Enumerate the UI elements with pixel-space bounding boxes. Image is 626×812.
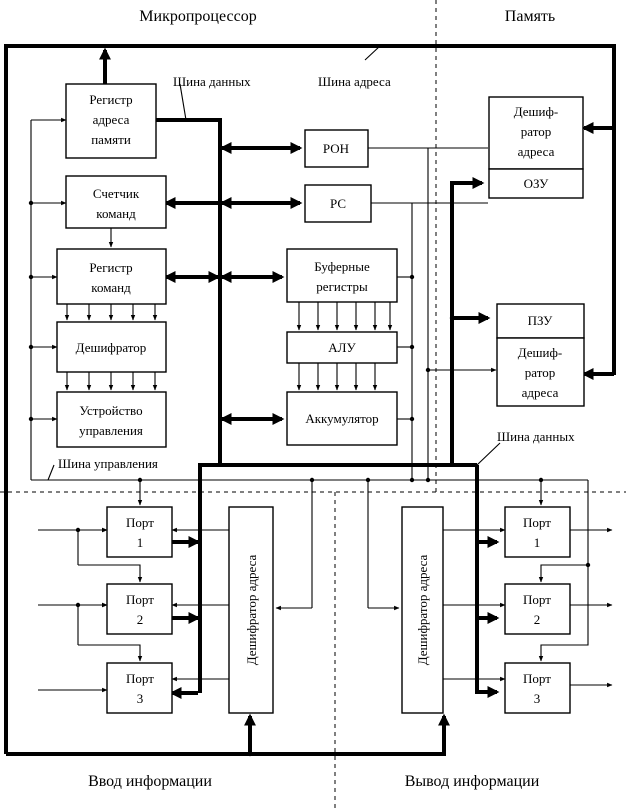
svg-text:Порт: Порт (523, 515, 551, 530)
junction-dots (28, 200, 591, 757)
input-port-3: Порт 3 (106, 662, 173, 714)
svg-text:адреса: адреса (93, 112, 130, 127)
svg-text:ратор: ратор (521, 124, 551, 139)
control-bus-label: Шина управления (58, 456, 158, 471)
memory-header: Память (505, 8, 555, 25)
rom: ПЗУ (496, 303, 585, 339)
rom-address-decoder: Дешиф- ратор адреса (496, 337, 585, 407)
svg-text:Счетчик: Счетчик (93, 186, 140, 201)
instruction-decoder: Дешифратор (56, 321, 167, 373)
input-port-2: Порт 2 (106, 583, 173, 635)
data-bus-bottom-pointer (476, 442, 501, 466)
microprocessor-header: Микропроцессор (139, 8, 256, 25)
svg-text:адреса: адреса (522, 385, 559, 400)
input-port-1: Порт 1 (106, 506, 173, 558)
svg-text:3: 3 (137, 691, 144, 706)
address-bus-pointer (364, 45, 381, 61)
svg-text:РОН: РОН (323, 141, 349, 156)
svg-text:памяти: памяти (91, 132, 131, 147)
program-counter: Счетчик команд (65, 175, 167, 229)
svg-text:3: 3 (534, 691, 541, 706)
svg-text:Дешифратор адреса: Дешифратор адреса (244, 554, 259, 665)
data-bus-top-label: Шина данных (173, 74, 251, 89)
instruction-register: Регистр команд (56, 248, 167, 305)
ram-address-decoder: Дешиф- ратор адреса (488, 96, 584, 170)
svg-text:Буферные: Буферные (314, 259, 370, 274)
control-bus-pointer (47, 464, 55, 481)
output-header: Вывод информации (405, 773, 540, 790)
output-address-decoder: Дешифратор адреса (401, 506, 444, 714)
svg-text:команд: команд (91, 280, 131, 295)
svg-text:регистры: регистры (316, 279, 368, 294)
accumulator: Аккумулятор (286, 391, 398, 446)
svg-text:ОЗУ: ОЗУ (524, 176, 550, 191)
svg-text:2: 2 (534, 612, 541, 627)
svg-text:Дешиф-: Дешиф- (514, 104, 559, 119)
svg-text:2: 2 (137, 612, 144, 627)
svg-text:Порт: Порт (126, 671, 154, 686)
svg-text:Аккумулятор: Аккумулятор (305, 411, 378, 426)
output-port-1: Порт 1 (504, 506, 571, 558)
svg-text:Дешифратор адреса: Дешифратор адреса (415, 554, 430, 665)
svg-text:Порт: Порт (126, 515, 154, 530)
svg-text:Порт: Порт (523, 671, 551, 686)
alu: АЛУ (286, 331, 398, 364)
svg-text:адреса: адреса (518, 144, 555, 159)
svg-text:ПЗУ: ПЗУ (528, 313, 554, 328)
output-port-2: Порт 2 (504, 583, 571, 635)
general-registers: РОН (304, 129, 369, 168)
svg-text:Регистр: Регистр (89, 92, 132, 107)
data-bus (156, 118, 500, 699)
input-address-decoder: Дешифратор адреса (228, 506, 274, 714)
address-bus (4, 44, 616, 756)
data-bus-top-pointer (179, 83, 187, 121)
buffer-registers: Буферные регистры (286, 248, 398, 303)
io-control-wiring (38, 480, 613, 693)
svg-text:Порт: Порт (523, 592, 551, 607)
svg-text:ратор: ратор (525, 365, 555, 380)
svg-text:управления: управления (79, 423, 143, 438)
svg-text:Дешиф-: Дешиф- (518, 345, 563, 360)
svg-text:РС: РС (330, 196, 346, 211)
svg-text:АЛУ: АЛУ (328, 340, 356, 355)
svg-text:команд: команд (96, 206, 136, 221)
internal-arrows (64, 228, 393, 391)
output-port-3: Порт 3 (504, 662, 571, 714)
svg-text:Порт: Порт (126, 592, 154, 607)
data-bus-bottom-label: Шина данных (497, 429, 575, 444)
address-bus-label: Шина адреса (318, 74, 391, 89)
svg-text:Устройство: Устройство (79, 403, 142, 418)
svg-text:Регистр: Регистр (89, 260, 132, 275)
svg-text:1: 1 (137, 535, 144, 550)
input-header: Ввод информации (88, 773, 212, 790)
control-bus (30, 117, 589, 505)
memory-address-register: Регистр адреса памяти (65, 83, 157, 159)
state-register: РС (304, 184, 372, 223)
svg-text:Дешифратор: Дешифратор (76, 340, 147, 355)
control-unit: Устройство управления (56, 391, 167, 448)
svg-text:1: 1 (534, 535, 541, 550)
ram: ОЗУ (488, 168, 584, 199)
